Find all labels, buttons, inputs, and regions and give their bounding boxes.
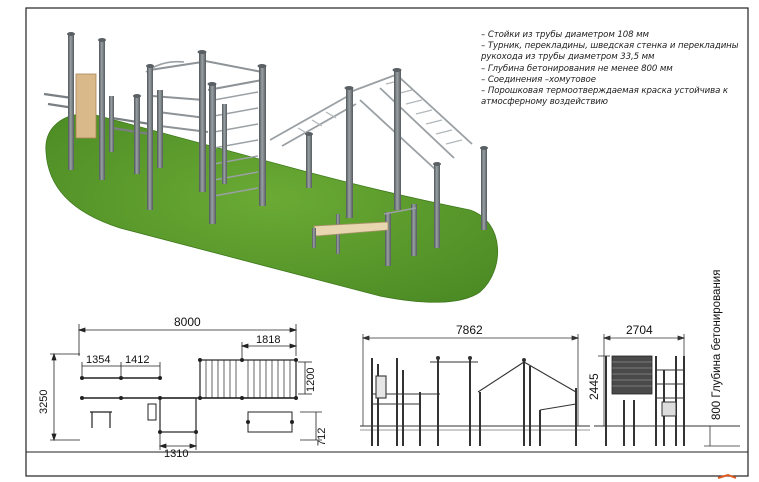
wooden-panel — [75, 73, 97, 139]
spec-note-line: – Турник, перекладины, шведская стенка и… — [481, 41, 739, 52]
dim-seg-a: 1354 — [86, 354, 110, 366]
dim-depth-label: 800 Глубина бетонирования — [711, 270, 723, 420]
side-view — [594, 334, 740, 447]
dim-bottom: 1310 — [164, 448, 188, 460]
dim-front-height: 2445 — [587, 373, 601, 400]
dim-seg-b: 1412 — [125, 354, 149, 366]
steel-posts — [68, 34, 487, 266]
dim-right-lower: 712 — [316, 428, 328, 446]
plan-dimension-labels: 8000 1354 1412 1818 3250 1200 712 1310 — [38, 315, 328, 460]
spec-notes: – Стойки из трубы диаметром 108 мм – Тур… — [481, 30, 739, 108]
spec-note-line: – Соединения –хомутовое — [481, 74, 596, 85]
dim-front-length: 7862 — [456, 323, 483, 337]
spec-note-line: рукохода из трубы диаметром 33,5 мм — [481, 52, 655, 63]
spec-note-line: – Глубина бетонирования не менее 800 мм — [481, 63, 673, 74]
render-3d — [43, 32, 499, 303]
dim-total-length: 8000 — [174, 315, 201, 329]
front-view — [360, 334, 590, 446]
sheet-border — [25, 7, 749, 477]
corner-mark — [717, 473, 737, 479]
plan-view — [50, 324, 322, 450]
dim-right-upper: 1200 — [305, 368, 317, 392]
dim-seg-c: 1818 — [256, 334, 280, 346]
spec-note-line: – Стойки из трубы диаметром 108 мм — [481, 30, 649, 40]
spec-note-line: – Порошковая термоотверждаемая краска ус… — [481, 86, 728, 97]
dim-side-width: 2704 — [626, 323, 653, 337]
spec-note-line: атмосферному воздействию — [481, 97, 608, 108]
dim-height: 3250 — [38, 390, 50, 414]
